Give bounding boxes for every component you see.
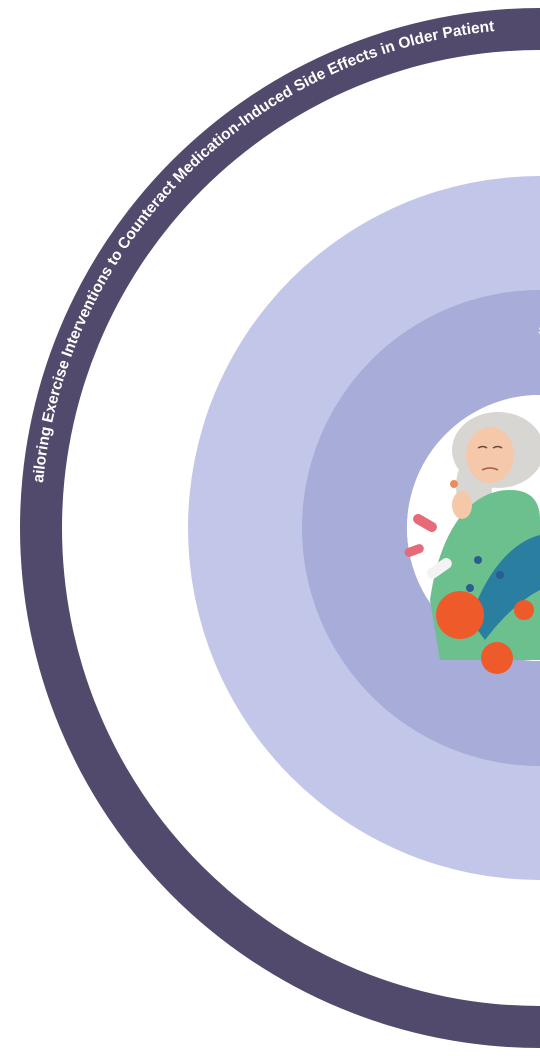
- pill-icon: [404, 480, 458, 579]
- elderly-patient-illustration: [404, 395, 540, 674]
- virus-icon: [436, 535, 540, 674]
- column-headers: ACTIONMEDICATIONLEADING TOSIDE EFFECTSID…: [537, 326, 540, 347]
- text-line: SIDE EFFECT: [537, 326, 540, 347]
- side-effect-header: SIDE EFFECT: [537, 326, 540, 347]
- face-shape: [466, 427, 514, 483]
